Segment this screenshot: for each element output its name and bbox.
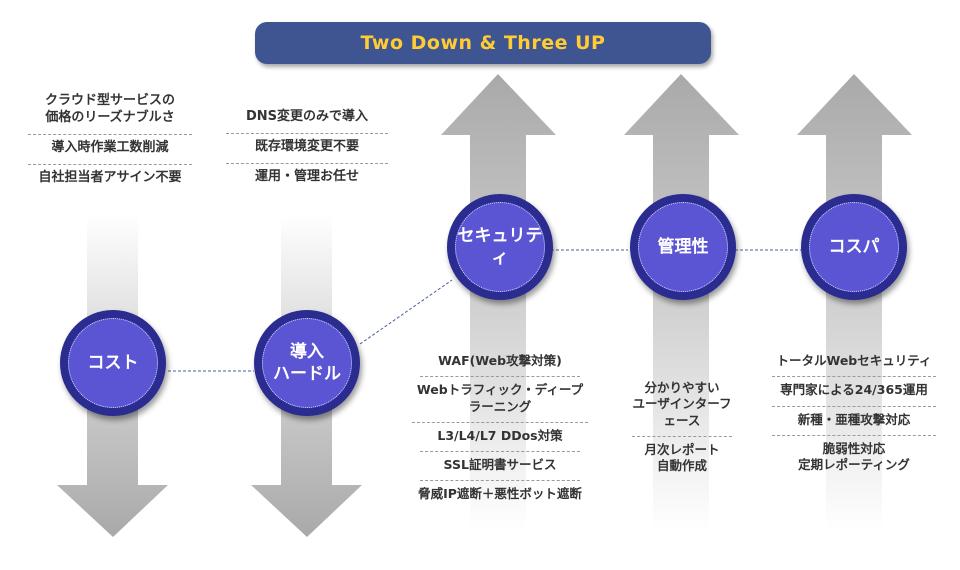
list-item: 導入時作業工数削減 (28, 135, 192, 165)
list-item: DNS変更のみで導入 (226, 104, 388, 134)
list-item: 自社担当者アサイン不要 (38, 169, 182, 185)
list-item: 既存環境変更不要 (226, 134, 388, 164)
list-item: Webトラフィック・ディープラーニング (412, 377, 588, 423)
list-item: 運用・管理お任せ (254, 168, 359, 184)
list-item: 脆弱性対応 定期レポーティング (798, 440, 910, 472)
node-cost: コスト (60, 310, 166, 416)
list-item: L3/L4/L7 DDos対策 (420, 423, 580, 452)
node-management-label: 管理性 (638, 202, 728, 292)
list-item: 脅威IP遮断＋悪性ボット遮断 (418, 486, 582, 502)
node-security-label: セキュリティ (455, 202, 545, 292)
connector-hurdle-security (359, 279, 453, 345)
management-features-list: 分かりやすい ユーザインターフェース 月次レポート 自動作成 (604, 375, 760, 481)
security-features-list: WAF(Web攻撃対策) Webトラフィック・ディープラーニング L3/L4/L… (388, 348, 612, 510)
list-item: SSL証明書サービス (420, 452, 580, 482)
node-cost-label: コスト (68, 318, 158, 408)
list-item: WAF(Web攻撃対策) (420, 348, 580, 378)
list-item: 月次レポート 自動作成 (644, 441, 720, 473)
security-up-arrow (441, 74, 556, 530)
node-hurdle: 導入 ハードル (254, 310, 360, 416)
title-banner: Two Down & Three UP (255, 22, 711, 64)
list-item: トータルWebセキュリティ (772, 348, 936, 378)
hurdle-benefits-list: DNS変更のみで導入 既存環境変更不要 運用・管理お任せ (226, 104, 388, 193)
list-item: クラウド型サービスの 価格のリーズナブルさ (28, 88, 192, 135)
management-up-arrow (624, 74, 739, 530)
node-management: 管理性 (630, 194, 736, 300)
list-item: 新種・亜種攻撃対応 (772, 407, 936, 436)
node-cospa: コスパ (801, 194, 907, 300)
cost-benefits-list: クラウド型サービスの 価格のリーズナブルさ 導入時作業工数削減 自社担当者アサイ… (28, 88, 192, 194)
cospa-features-list: トータルWebセキュリティ 専門家による24/365運用 新種・亜種攻撃対応 脆… (758, 348, 950, 480)
node-hurdle-label: 導入 ハードル (262, 318, 352, 408)
list-item: 分かりやすい ユーザインターフェース (632, 375, 732, 437)
cospa-up-arrow (797, 74, 912, 530)
list-item: 専門家による24/365運用 (772, 377, 936, 407)
node-security: セキュリティ (447, 194, 553, 300)
node-cospa-label: コスパ (809, 202, 899, 292)
